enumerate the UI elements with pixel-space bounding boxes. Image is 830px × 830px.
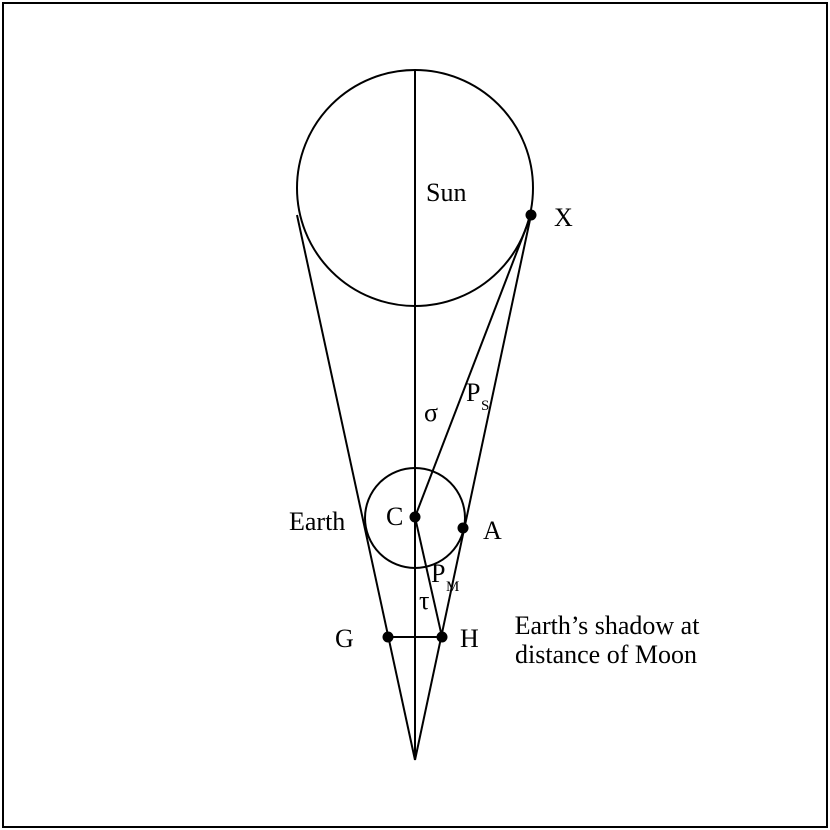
left-tangent-line [296, 214, 416, 761]
shadow-caption-line1: Earth’s shadow at [515, 611, 701, 640]
tau-label: τ [419, 586, 429, 615]
line-xc [414, 214, 532, 518]
sigma-label: σ [424, 398, 438, 427]
point-c-dot [409, 511, 421, 523]
point-h-label: H [460, 624, 479, 653]
shadow-caption-line2: distance of Moon [515, 640, 697, 669]
point-g-dot [382, 631, 394, 643]
point-x-dot [525, 209, 537, 221]
ps-subscript: S [481, 398, 489, 414]
point-h-dot [436, 631, 448, 643]
ps-label: P [466, 378, 480, 407]
sun-label: Sun [426, 178, 466, 207]
point-c-label: C [386, 502, 403, 531]
line-ch [414, 516, 443, 638]
point-x-label: X [554, 203, 573, 232]
point-g-label: G [335, 624, 354, 653]
pm-subscript: M [446, 579, 459, 595]
point-a-label: A [483, 516, 502, 545]
earth-label: Earth [289, 507, 345, 536]
point-a-dot [457, 522, 469, 534]
right-tangent-line [414, 214, 532, 761]
pm-label: P [431, 559, 445, 588]
